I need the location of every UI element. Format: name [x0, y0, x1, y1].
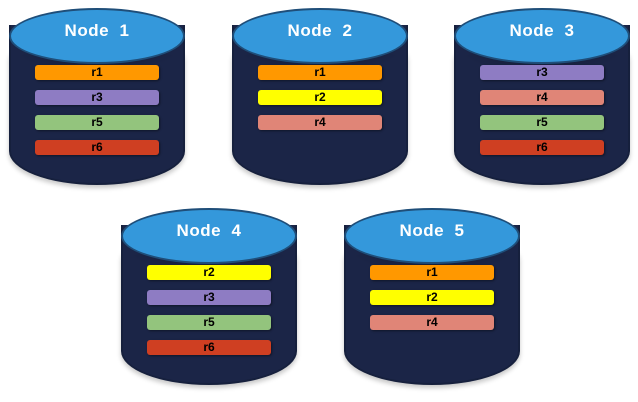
record-bar-r1[interactable]: r1	[370, 265, 494, 280]
record-bar-r5[interactable]: r5	[35, 115, 159, 130]
record-bar-r6[interactable]: r6	[147, 340, 271, 355]
record-bar-r4[interactable]: r4	[258, 115, 382, 130]
cylinder-top-icon	[9, 8, 185, 64]
node-title: Node 5	[399, 221, 465, 240]
node-title: Node 1	[64, 21, 130, 40]
record-bar-r2[interactable]: r2	[370, 290, 494, 305]
node-title: Node 2	[287, 21, 353, 40]
record-bar-r6[interactable]: r6	[480, 140, 604, 155]
record-bar-r5[interactable]: r5	[480, 115, 604, 130]
record-bar-r3[interactable]: r3	[147, 290, 271, 305]
database-node-2[interactable]: Node 2 r1 r2 r4	[232, 8, 408, 186]
database-node-4[interactable]: Node 4 r2 r3 r5 r6	[121, 208, 297, 386]
cylinder-top-icon	[454, 8, 630, 64]
node-title: Node 4	[176, 221, 242, 240]
node-title: Node 3	[509, 21, 575, 40]
record-list: r1 r2 r4	[370, 265, 494, 330]
record-list: r1 r2 r4	[258, 65, 382, 130]
record-bar-r2[interactable]: r2	[258, 90, 382, 105]
record-bar-r6[interactable]: r6	[35, 140, 159, 155]
cylinder-top-icon	[232, 8, 408, 64]
cylinder-top-icon	[344, 208, 520, 264]
record-bar-r3[interactable]: r3	[480, 65, 604, 80]
record-list: r1 r3 r5 r6	[35, 65, 159, 155]
record-bar-r1[interactable]: r1	[35, 65, 159, 80]
record-bar-r5[interactable]: r5	[147, 315, 271, 330]
database-node-1[interactable]: Node 1 r1 r3 r5 r6	[9, 8, 185, 186]
record-list: r2 r3 r5 r6	[147, 265, 271, 355]
cylinder-top-icon	[121, 208, 297, 264]
database-node-3[interactable]: Node 3 r3 r4 r5 r6	[454, 8, 630, 186]
record-bar-r1[interactable]: r1	[258, 65, 382, 80]
record-bar-r3[interactable]: r3	[35, 90, 159, 105]
record-bar-r4[interactable]: r4	[370, 315, 494, 330]
database-node-5[interactable]: Node 5 r1 r2 r4	[344, 208, 520, 386]
record-list: r3 r4 r5 r6	[480, 65, 604, 155]
record-bar-r4[interactable]: r4	[480, 90, 604, 105]
record-bar-r2[interactable]: r2	[147, 265, 271, 280]
